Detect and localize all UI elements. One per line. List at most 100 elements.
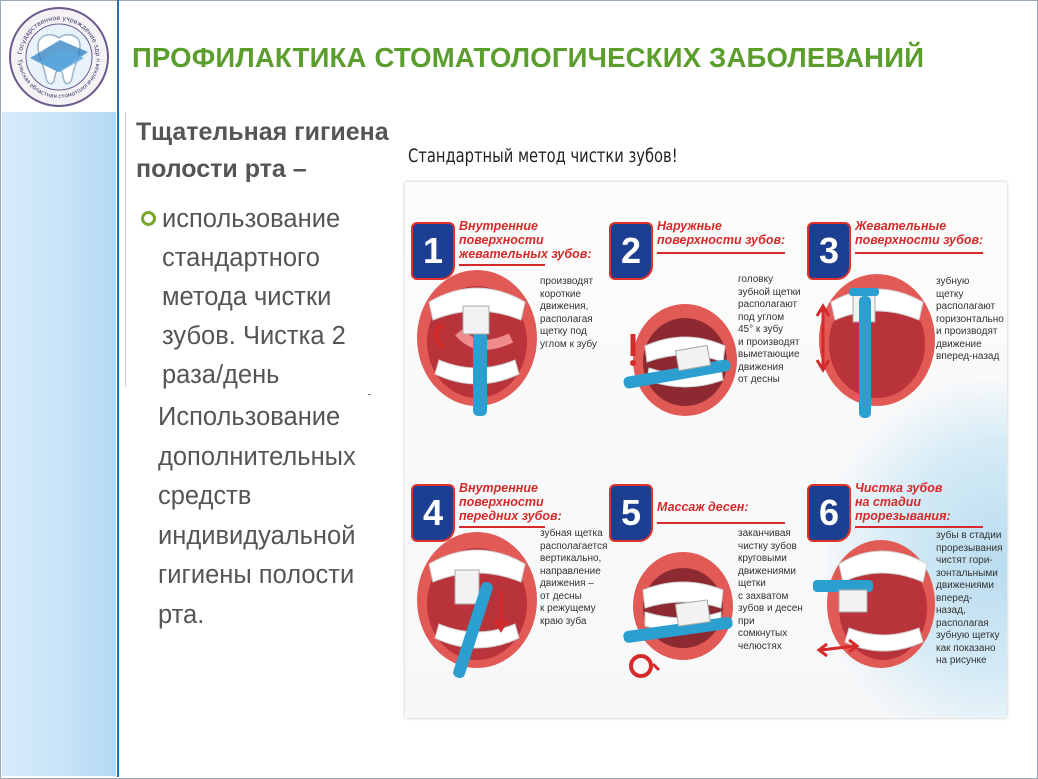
step-desc-line: углом к зубу (540, 338, 597, 350)
step-title-line: поверхности (459, 233, 544, 247)
step-description: заканчивая чистку зубов круговыми движен… (738, 528, 804, 653)
step-desc-line: зубы в стадии (936, 530, 1002, 541)
step-desc-line: вертикально, (540, 553, 602, 564)
step-desc-line: вперед-назад, (936, 592, 973, 617)
step-desc-line: направление (540, 565, 601, 577)
step-4: 4 Внутренние поверхности передних зубов:… (405, 444, 607, 694)
step-desc-line: и производят (738, 336, 800, 348)
step-desc-line: зубов и десен (738, 603, 803, 614)
step-desc-line: производят (540, 276, 594, 287)
bullet-line: стандартного (162, 244, 320, 272)
step-desc-line: с захватом (738, 590, 789, 602)
step-desc-line: на рисунке (936, 655, 987, 666)
step-number-badge: 1 (411, 222, 455, 280)
step-desc-line: движения (738, 361, 784, 373)
step-description: зубы в стадии прорезывания чистят гори- … (936, 530, 1003, 668)
step-desc-line: от десны (738, 374, 780, 385)
step-desc-line: к режущему (540, 603, 596, 614)
callout-line (459, 264, 545, 266)
hygiene-heading: Тщательная гигиена полости рта – (136, 114, 406, 188)
bullet-text: использование стандартного метода чистки… (162, 200, 392, 395)
step-title-line: Чистка зубов (855, 481, 943, 495)
step-desc-line: движения, (540, 301, 589, 312)
step-desc-line: движение (936, 338, 982, 350)
step-description: зубную щетку располагают горизонтально и… (936, 276, 1004, 364)
step-desc-line: движения – (540, 578, 594, 589)
step-desc-line: чистят гори- (936, 555, 993, 566)
callout-line (459, 526, 545, 528)
step-desc-line: чистку зубов (738, 540, 797, 552)
bullet-line: раза/день (162, 361, 280, 389)
step-title-line: прорезывания: (855, 509, 951, 523)
step-desc-line: круговыми (738, 553, 787, 564)
step-number-badge: 2 (609, 222, 653, 280)
step-desc-line: движениями (738, 565, 796, 577)
callout-line (657, 522, 785, 524)
step-title-line: Наружные (657, 219, 722, 233)
step-1: 1 Внутренние поверхности жевательных зуб… (405, 182, 601, 432)
step-2: 2 Наружные поверхности зубов: головку зу… (603, 182, 801, 432)
bullet-line: зубов. Чистка 2 (162, 322, 346, 350)
divider-mark (368, 394, 371, 395)
step-title-line: Жевательные (855, 219, 947, 233)
step-number-badge: 4 (411, 484, 455, 542)
side-strip (2, 112, 116, 776)
step-desc-line: щетку (936, 288, 964, 300)
step-number-badge: 3 (807, 222, 851, 280)
left-text-panel (125, 112, 398, 387)
step-title: Массаж десен: (657, 500, 797, 514)
step-desc-line: зубная щетка (540, 528, 603, 539)
paragraph-line: гигиены полости (158, 561, 355, 590)
bullet-line: использование (162, 205, 341, 233)
step-desc-line: короткие (540, 288, 582, 300)
step-title: Чистка зубов на стадии прорезывания: (855, 481, 995, 523)
step-description: зубная щетка располагается вертикально, … (540, 528, 608, 628)
step-desc-line: располагая (936, 617, 989, 629)
step-title: Внутренние поверхности передних зубов: (459, 481, 599, 523)
step-desc-line: располагая (540, 313, 593, 325)
step-desc-line: зубной щетки (738, 286, 801, 298)
step-desc-line: головку (738, 274, 774, 285)
step-desc-line: располагают (936, 301, 996, 312)
step-title-line: поверхности (459, 495, 544, 509)
step-desc-line: горизонтально (936, 313, 1004, 325)
mouth-illustration-gum-massage (623, 552, 733, 678)
bullet-icon (141, 211, 156, 226)
step-title-line: поверхности зубов: (657, 233, 786, 247)
mouth-illustration-chewing-surfaces (815, 274, 935, 418)
clinic-logo: Государственное учреждение здравоохранен… (8, 6, 109, 107)
paragraph-line: индивидуальной (158, 521, 356, 550)
step-desc-line: от десны (540, 590, 582, 602)
step-title: Внутренние поверхности жевательных зубов… (459, 219, 599, 261)
step-number-badge: 5 (609, 484, 653, 542)
step-desc-line: движениями (936, 580, 994, 591)
paragraph-line: средств (158, 482, 252, 511)
step-title-line: Массаж десен: (657, 500, 749, 514)
step-desc-line: при сомкнутых (738, 615, 788, 640)
paragraph-line: рта. (158, 600, 205, 629)
step-desc-line: прорезывания (936, 542, 1003, 554)
step-title-line: передних зубов: (459, 509, 562, 523)
callout-line (855, 526, 983, 528)
step-desc-line: щетку под (540, 326, 587, 337)
step-3: 3 Жевательные поверхности зубов: зубную … (801, 182, 1004, 432)
paragraph-line: Использование (158, 403, 341, 431)
step-title-line: поверхности зубов: (855, 233, 984, 247)
step-desc-line: щетки (738, 578, 766, 589)
step-5: 5 Массаж десен: заканчивая чистку зубов … (603, 444, 803, 694)
step-desc-line: под углом (738, 311, 785, 323)
step-desc-line: краю зуба (540, 615, 587, 627)
step-desc-line: зубную (936, 276, 970, 287)
step-title-line: на стадии (855, 495, 921, 509)
side-divider (117, 0, 119, 777)
callout-line (657, 252, 785, 254)
heading-line: Тщательная гигиена (136, 118, 389, 146)
paragraph-line: дополнительных (158, 442, 356, 471)
step-description: головку зубной щетки располагают под угл… (738, 274, 804, 387)
step-desc-line: располагается (540, 540, 608, 552)
step-title-line: Внутренние (459, 219, 538, 233)
step-desc-line: как показано (936, 642, 996, 654)
mouth-illustration-inner-chewing (417, 270, 537, 416)
step-desc-line: выметающие (738, 349, 800, 360)
bullet-line: метода чистки (162, 283, 332, 311)
